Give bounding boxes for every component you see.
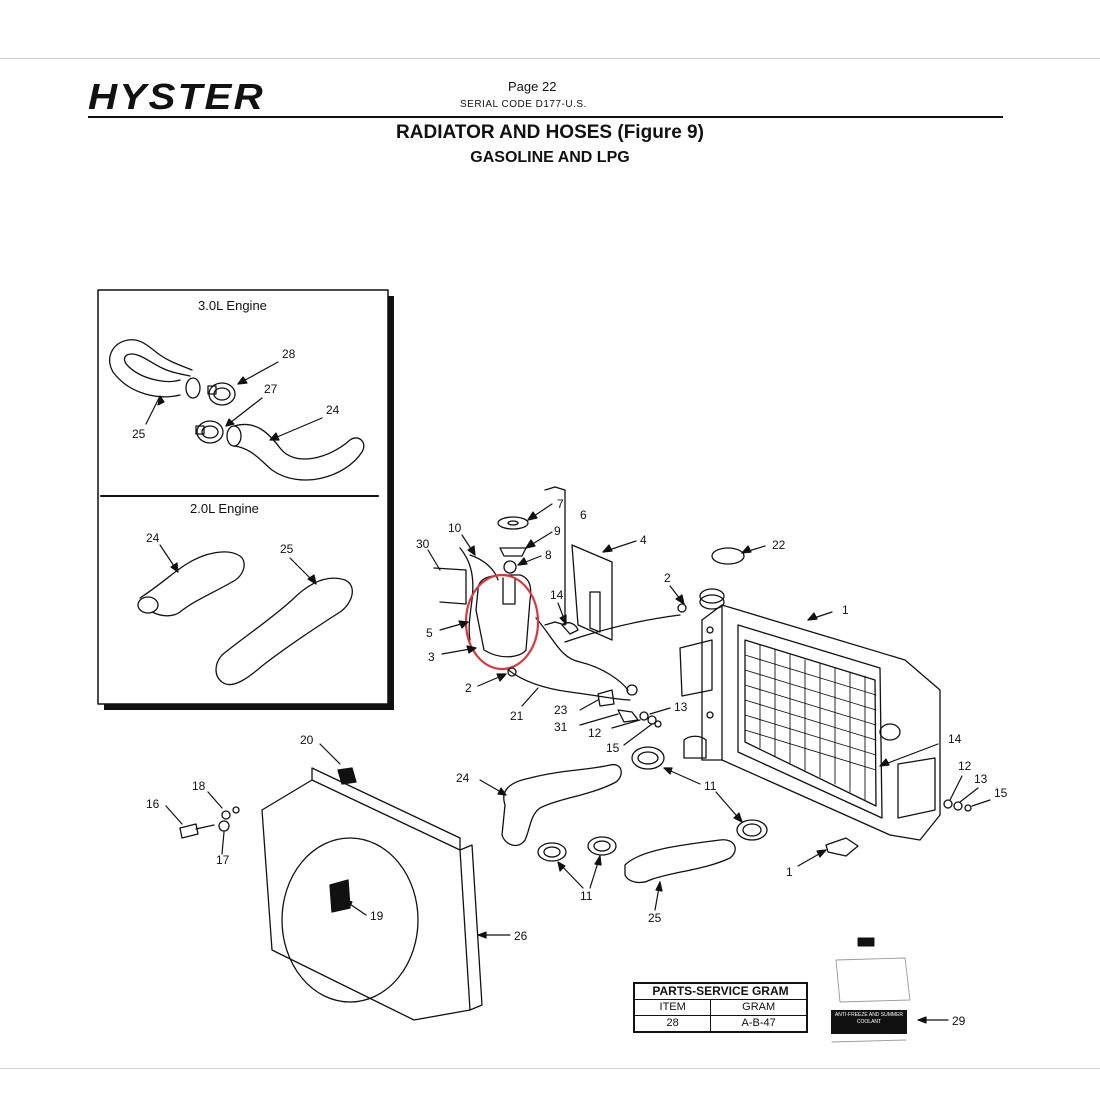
figure-subtitle: GASOLINE AND LPG — [470, 149, 630, 166]
callout-6: 6 — [580, 508, 587, 522]
small-hardware — [507, 603, 687, 728]
gram-col-gram: GRAM — [710, 999, 808, 1016]
callout-24-2l: 24 — [146, 531, 160, 545]
reservoir-highlight — [464, 573, 540, 671]
gram-gram-value: A-B-47 — [710, 1015, 808, 1033]
callout-12-upper: 12 — [588, 726, 602, 740]
callout-4: 4 — [640, 533, 647, 547]
callout-12-lower: 12 — [958, 759, 972, 773]
callout-24-3l: 24 — [326, 403, 340, 417]
callout-15-upper: 15 — [606, 741, 620, 755]
leader-lines — [145, 361, 991, 1024]
figure-title: RADIATOR AND HOSES (Figure 9) — [396, 122, 704, 143]
inset-2l-label: 2.0L Engine — [190, 501, 259, 516]
reservoir-assembly — [433, 486, 681, 701]
hose-25-3l — [109, 339, 201, 399]
callout-25-3l: 25 — [132, 427, 146, 441]
callout-5: 5 — [426, 626, 433, 640]
hose-24-3l — [226, 423, 365, 481]
inset-3l-label: 3.0L Engine — [198, 298, 267, 313]
serial-code: SERIAL CODE D177-U.S. — [460, 99, 587, 110]
callout-11-right: 11 — [704, 779, 717, 793]
callout-10: 10 — [448, 521, 462, 535]
callout-13-upper: 13 — [674, 700, 688, 714]
callout-2-upper: 2 — [664, 571, 671, 585]
top-divider — [0, 58, 1100, 59]
gram-col-item: ITEM — [633, 999, 712, 1016]
clamp-28 — [207, 382, 236, 406]
callout-14-lower: 14 — [948, 732, 962, 746]
header-rule — [88, 116, 1003, 118]
callout-23: 23 — [554, 703, 568, 717]
hose-24-2l — [137, 551, 245, 617]
callout-17: 17 — [216, 853, 230, 867]
gram-table-head: PARTS-SERVICE GRAM — [633, 982, 808, 1000]
hose-25-2l — [215, 577, 353, 686]
page-header: HYSTER Page 22 SERIAL CODE D177-U.S. — [88, 74, 1003, 120]
callout-3: 3 — [428, 650, 435, 664]
callout-27: 27 — [264, 382, 278, 396]
callout-8: 8 — [545, 548, 552, 562]
parts-service-gram-table: PARTS-SERVICE GRAM ITEM GRAM 28 A-B-47 — [633, 982, 808, 1033]
callout-24-lower: 24 — [456, 771, 470, 785]
callout-9: 9 — [554, 524, 561, 538]
callout-7: 7 — [557, 497, 564, 511]
callout-30: 30 — [416, 537, 430, 551]
callout-14-upper: 14 — [550, 588, 564, 602]
callout-26: 26 — [514, 929, 528, 943]
callout-1-upper: 1 — [842, 603, 849, 617]
callout-25-lower: 25 — [648, 911, 662, 925]
callout-13-lower: 13 — [974, 772, 988, 786]
callout-1-lower: 1 — [786, 865, 793, 879]
fan-shroud — [179, 767, 483, 1021]
callout-28: 28 — [282, 347, 296, 361]
callout-16: 16 — [146, 797, 160, 811]
gram-item-value: 28 — [633, 1015, 712, 1033]
coolant-container-sketch — [831, 937, 911, 1043]
antifreeze-decal: ANTI-FREEZE AND SUMMER COOLANT — [831, 1010, 907, 1034]
clamp-27 — [195, 420, 224, 444]
radiator — [679, 547, 972, 841]
engine-inset: 3.0L Engine 2.0L Engine — [97, 289, 394, 710]
bottom-divider — [0, 1068, 1100, 1069]
callout-11-left: 11 — [580, 889, 593, 903]
lower-hoses — [501, 746, 859, 884]
hyster-logo: HYSTER — [88, 76, 265, 117]
callout-20: 20 — [300, 733, 314, 747]
callout-31: 31 — [554, 720, 568, 734]
callout-18: 18 — [192, 779, 206, 793]
callout-29: 29 — [952, 1014, 966, 1028]
callout-25-2l: 25 — [280, 542, 294, 556]
page-number: Page 22 — [508, 79, 557, 94]
callout-21: 21 — [510, 709, 524, 723]
callout-19: 19 — [370, 909, 384, 923]
callout-22: 22 — [772, 538, 786, 552]
callout-2-lower: 2 — [465, 681, 472, 695]
callout-15-lower: 15 — [994, 786, 1008, 800]
